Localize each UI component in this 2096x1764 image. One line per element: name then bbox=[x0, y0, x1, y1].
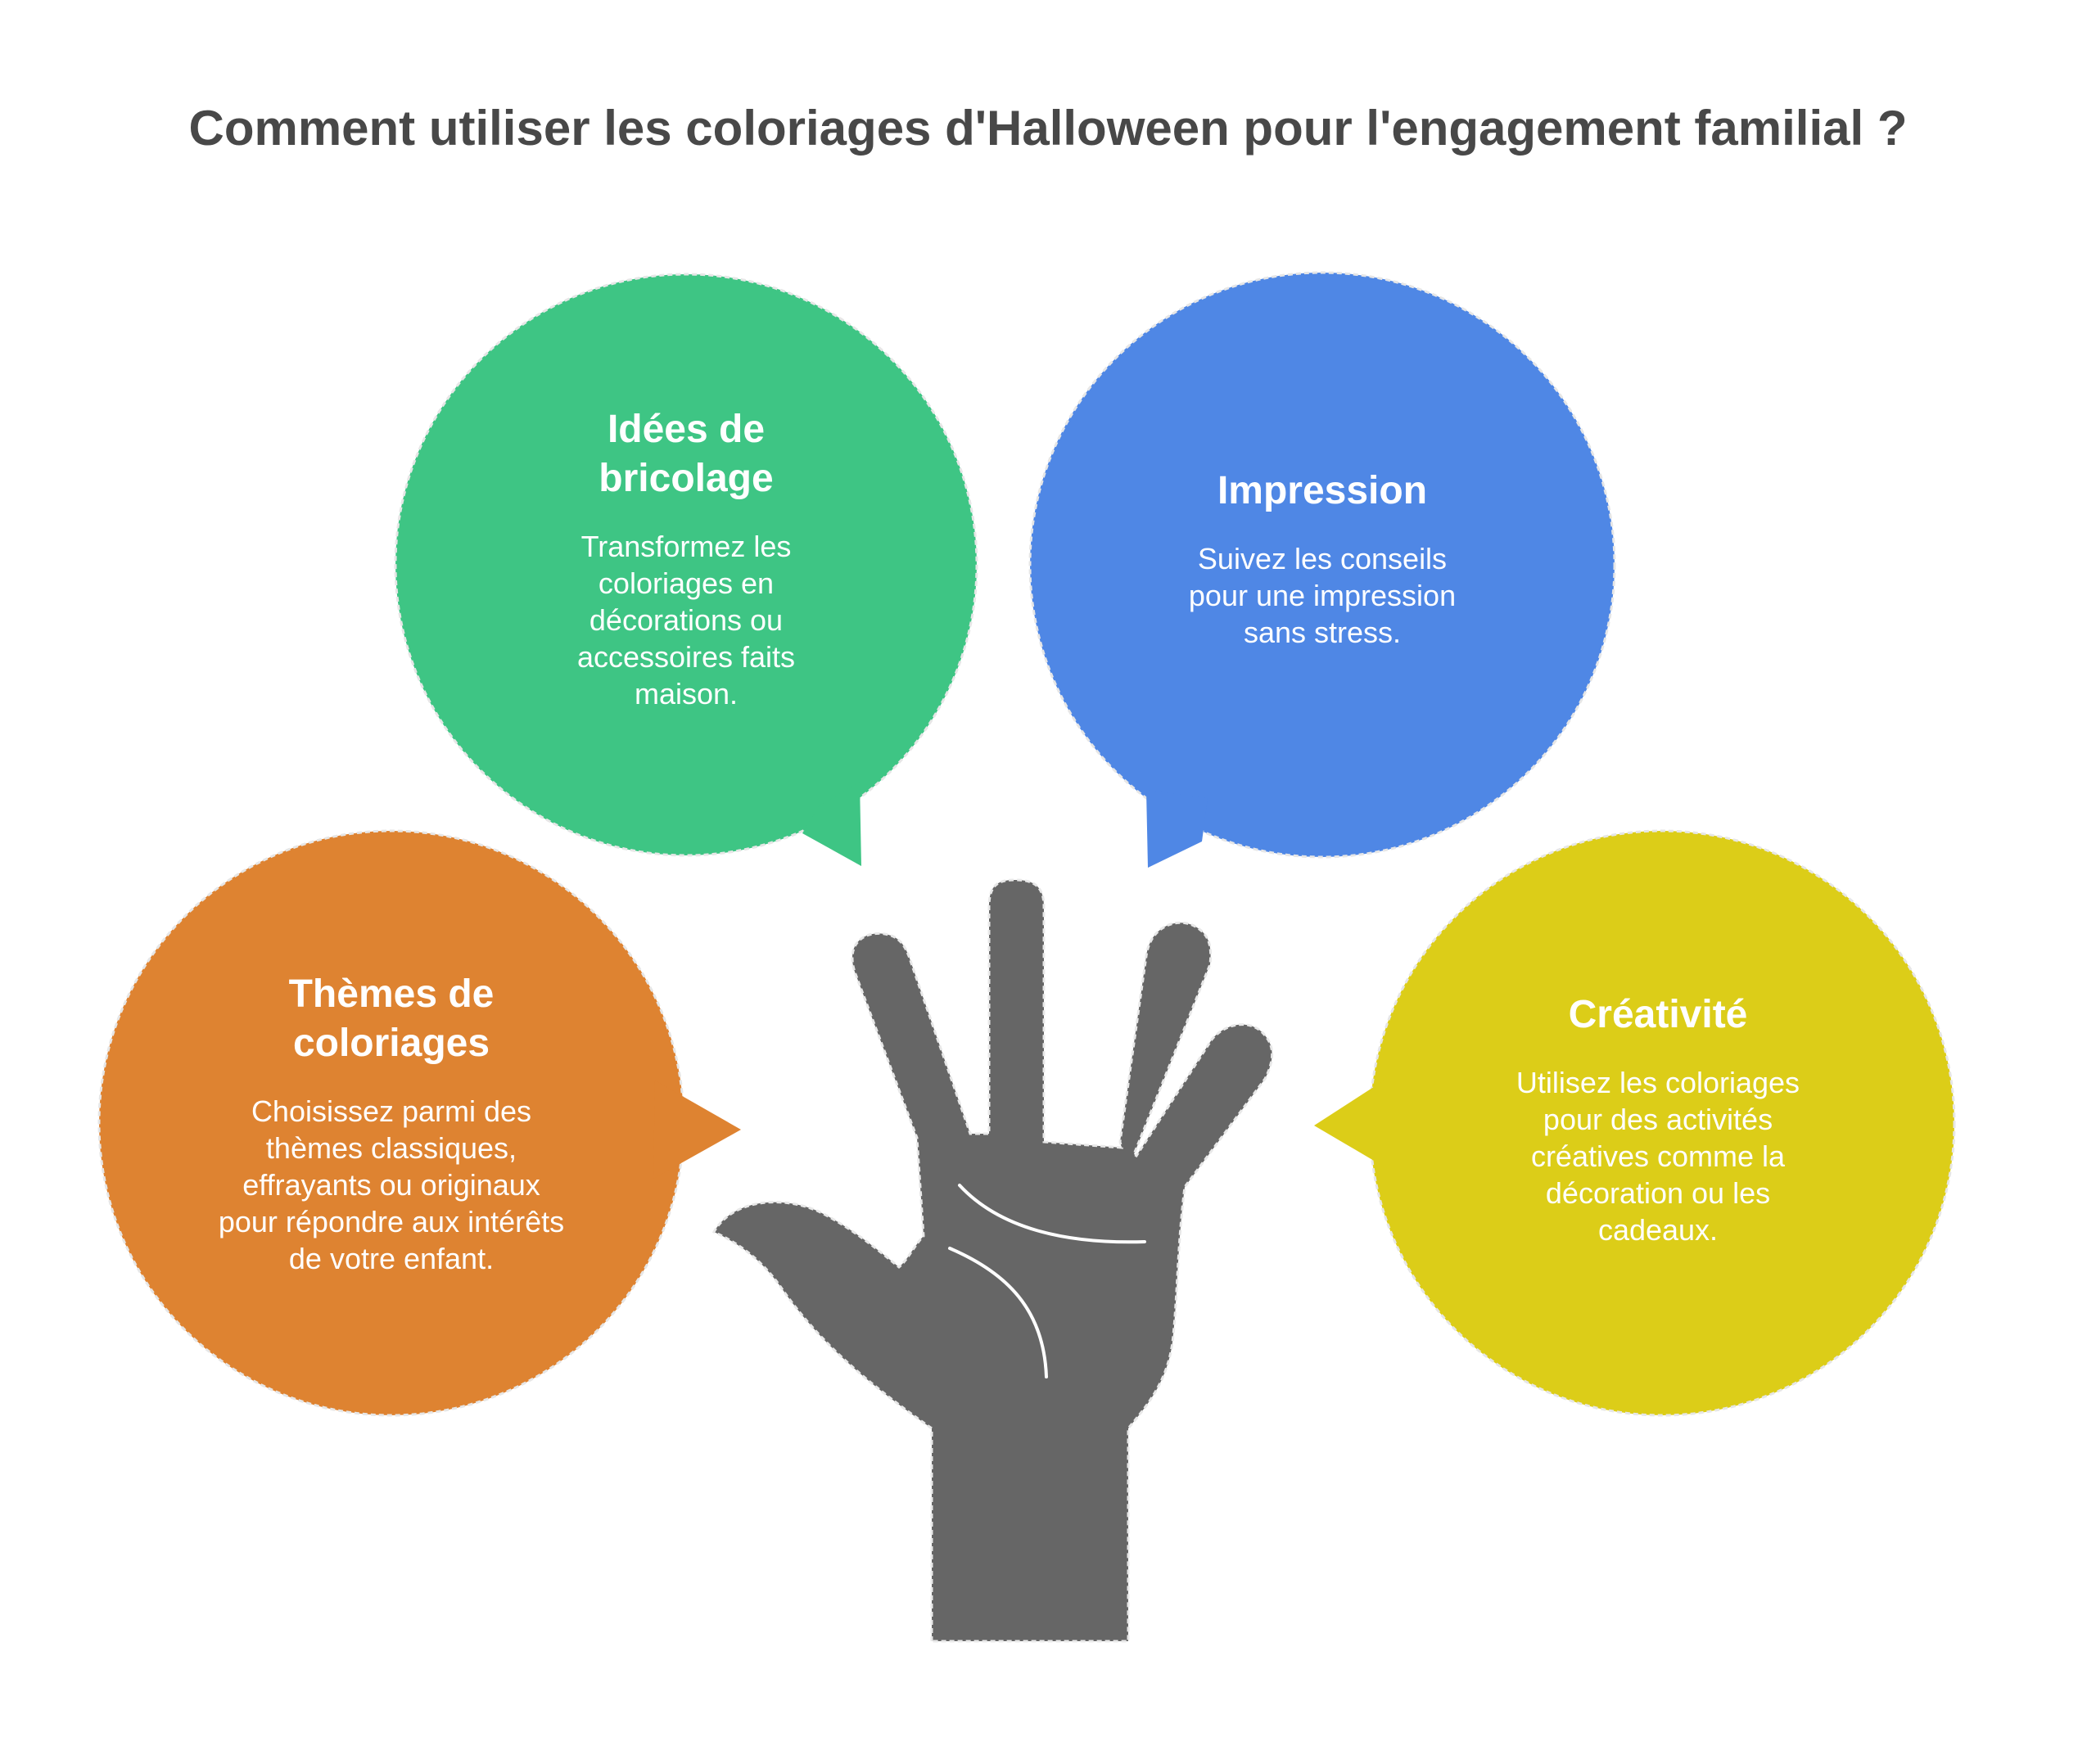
themes-title: Thèmes de coloriages bbox=[288, 972, 495, 1065]
creativity-description: Utilisez les coloriages pour des activit… bbox=[1516, 1066, 1800, 1247]
creativity-bubble bbox=[1314, 829, 1956, 1417]
printing-title: Impression bbox=[1217, 469, 1428, 512]
printing-description: Suivez les conseils pour une impression … bbox=[1188, 542, 1457, 649]
themes-bubble bbox=[97, 829, 741, 1417]
diy-content: Idées de bricolage Transformez les color… bbox=[539, 405, 833, 712]
creativity-content: Créativité Utilisez les coloriages pour … bbox=[1486, 990, 1830, 1248]
creativity-title: Créativité bbox=[1568, 993, 1748, 1036]
open-hand-icon bbox=[711, 878, 1274, 1643]
diy-bubble bbox=[394, 273, 978, 866]
page-title: Comment utiliser les coloriages d'Hallow… bbox=[188, 101, 1908, 156]
themes-content: Thèmes de coloriages Choisissez parmi de… bbox=[211, 970, 571, 1277]
diy-title: Idées de bricolage bbox=[599, 408, 774, 500]
themes-description: Choisissez parmi des thèmes classiques, … bbox=[218, 1094, 565, 1275]
printing-content: Impression Suivez les conseils pour une … bbox=[1142, 467, 1502, 651]
diy-description: Transformez les coloriages en décoration… bbox=[576, 530, 796, 711]
printing-bubble bbox=[1028, 271, 1616, 868]
